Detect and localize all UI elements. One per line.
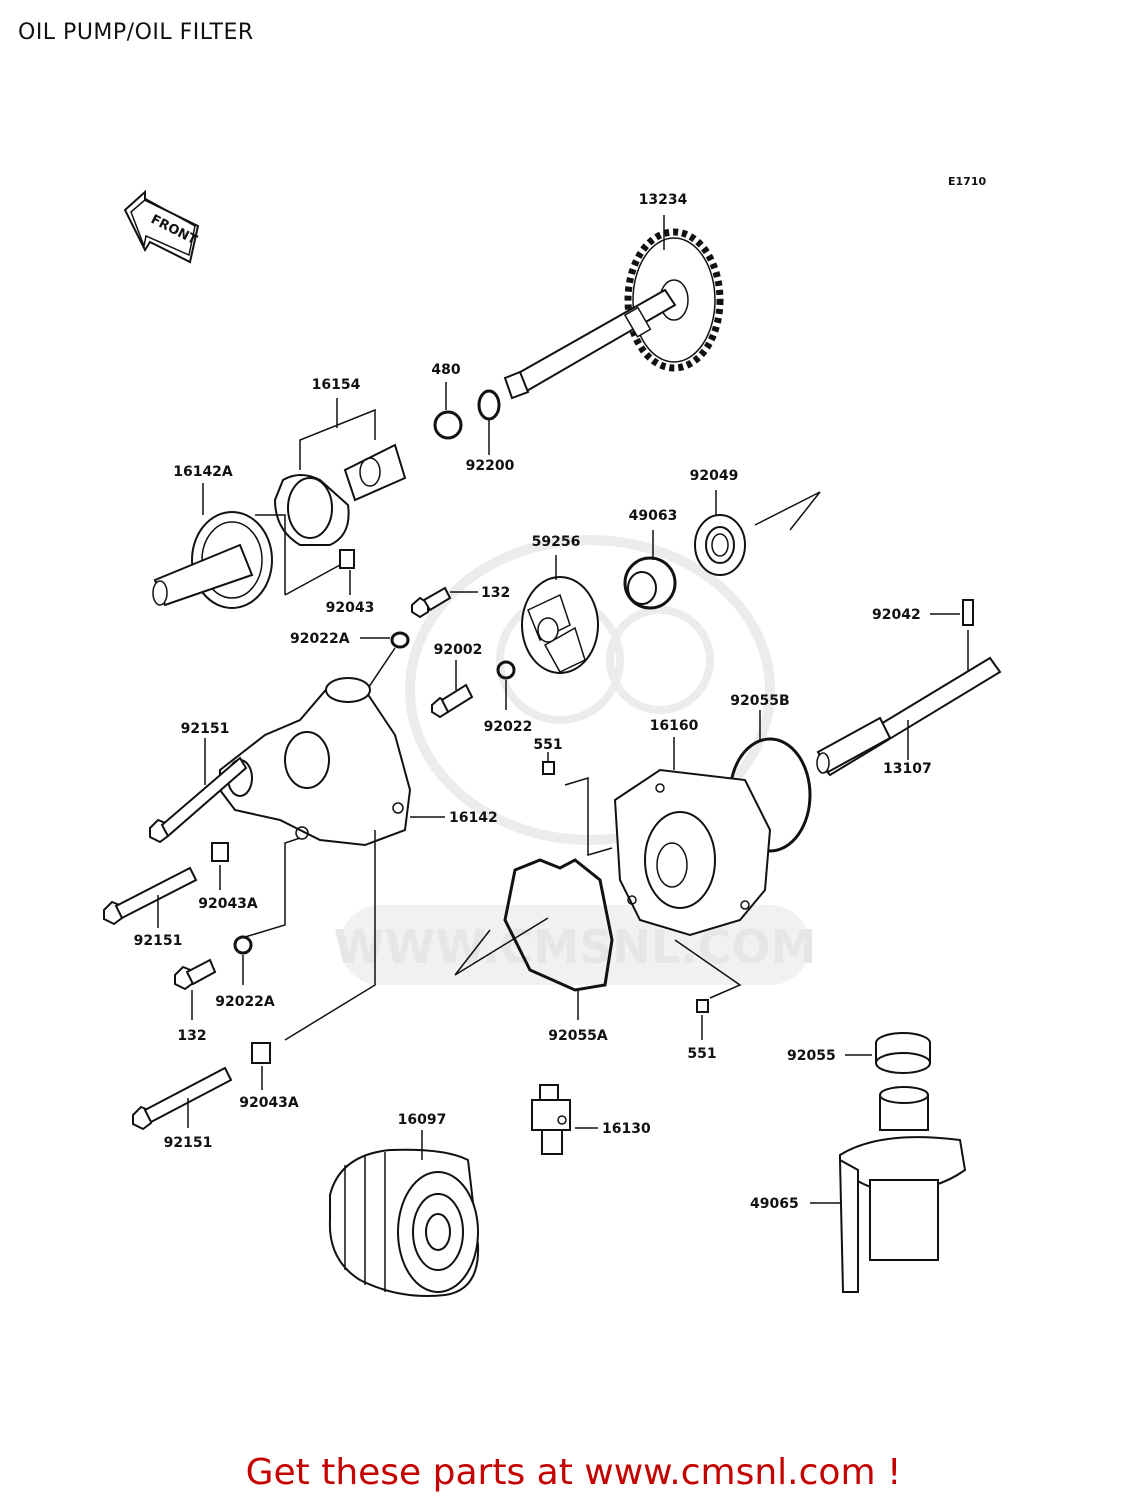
label-59256: 59256	[532, 534, 581, 550]
label-92055: 92055	[787, 1048, 836, 1064]
label-92022A-lower: 92022A	[215, 994, 275, 1010]
label-16154: 16154	[312, 377, 361, 393]
seal-49063	[623, 530, 677, 610]
pump-body-16142	[219, 677, 445, 1041]
label-551-top: 551	[533, 737, 562, 753]
label-92151-lower: 92151	[164, 1135, 213, 1151]
label-13107: 13107	[883, 761, 932, 777]
page-title: OIL PUMP/OIL FILTER	[18, 20, 254, 45]
rotor-set-16154	[273, 398, 407, 546]
label-16160: 16160	[650, 718, 699, 734]
front-arrow-icon: FRONT	[123, 189, 199, 264]
footer-promo-text: Get these parts at www.cmsnl.com !	[245, 1452, 902, 1493]
shaft-16142A	[152, 483, 286, 609]
label-16142A: 16142A	[173, 464, 233, 480]
label-13234: 13234	[639, 192, 688, 208]
bolt-92151-lower	[132, 1066, 233, 1131]
bearing-92049	[694, 490, 821, 576]
label-92022A: 92022A	[290, 631, 350, 647]
strainer-49065	[810, 1086, 967, 1293]
label-16097: 16097	[398, 1112, 447, 1128]
label-92055B: 92055B	[730, 693, 789, 709]
diagram-code: E1710	[948, 175, 986, 188]
bolt-92151-mid	[103, 866, 198, 928]
label-92151-top: 92151	[181, 721, 230, 737]
bolt-132-lower	[174, 958, 217, 1020]
bolt-92002	[431, 660, 474, 719]
cap-92055	[845, 1032, 931, 1074]
label-92042: 92042	[872, 607, 921, 623]
cover-16160	[613, 737, 772, 937]
label-92022: 92022	[484, 719, 533, 735]
watermark-text: WWW.CMSNL.COM	[334, 920, 817, 974]
oil-filter-16097	[328, 1130, 480, 1297]
gear-shaft-13234	[503, 215, 724, 400]
label-480: 480	[431, 362, 460, 378]
impeller-59256	[521, 555, 599, 674]
bolt-132-top	[411, 586, 478, 619]
bolt-92151-top	[149, 738, 248, 844]
label-49065: 49065	[750, 1196, 799, 1212]
label-92043: 92043	[326, 600, 375, 616]
label-92043A-lower: 92043A	[239, 1095, 299, 1111]
shaft-13107	[816, 656, 1002, 777]
label-92055A: 92055A	[548, 1028, 608, 1044]
label-132-top: 132	[481, 585, 510, 601]
label-16130: 16130	[602, 1121, 651, 1137]
label-92043A: 92043A	[198, 896, 258, 912]
label-92151-mid: 92151	[134, 933, 183, 949]
label-132-lower: 132	[177, 1028, 206, 1044]
label-92200: 92200	[466, 458, 515, 474]
label-49063: 49063	[629, 508, 678, 524]
label-92002: 92002	[434, 642, 483, 658]
fitting-16130	[531, 1084, 598, 1155]
label-92049: 92049	[690, 468, 739, 484]
label-551-lower: 551	[687, 1046, 716, 1062]
label-16142: 16142	[449, 810, 498, 826]
